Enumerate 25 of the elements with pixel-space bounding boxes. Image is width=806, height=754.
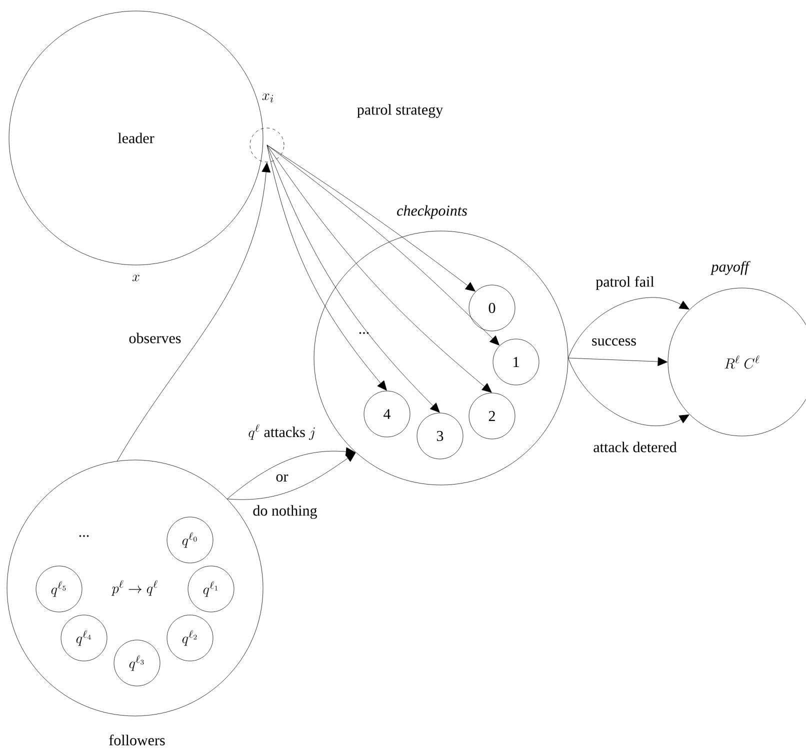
variable-label: $x$ — [132, 274, 140, 282]
ellipsis: ... — [79, 535, 89, 537]
arrow — [266, 144, 476, 292]
arrow — [568, 357, 668, 366]
arrow — [568, 297, 690, 358]
arrow — [116, 162, 271, 462]
ellipsis: ... — [359, 332, 369, 334]
edge-label: success — [590, 337, 638, 347]
edge-label: do nothing — [252, 504, 318, 520]
edge-label: patrol fail — [594, 275, 656, 291]
strategy-label: patrol strategy — [357, 104, 444, 118]
dashed-circle — [250, 128, 284, 162]
circle-heading: followers — [109, 734, 165, 746]
circle-heading: checkpoints — [397, 205, 467, 219]
circle-heading: payoff — [710, 261, 750, 275]
arrow — [568, 358, 690, 426]
arrow — [266, 144, 440, 413]
edge-label: $q^\ell\mbox{ attacks }j$ — [247, 423, 317, 441]
edge-label: attack detered — [592, 440, 678, 454]
arrow — [266, 144, 500, 346]
edge-label: observes — [128, 332, 182, 344]
variable-label: $x_i$ — [262, 94, 274, 102]
arrow — [266, 144, 387, 391]
arrow — [266, 144, 492, 393]
connector-word: or — [276, 474, 288, 482]
